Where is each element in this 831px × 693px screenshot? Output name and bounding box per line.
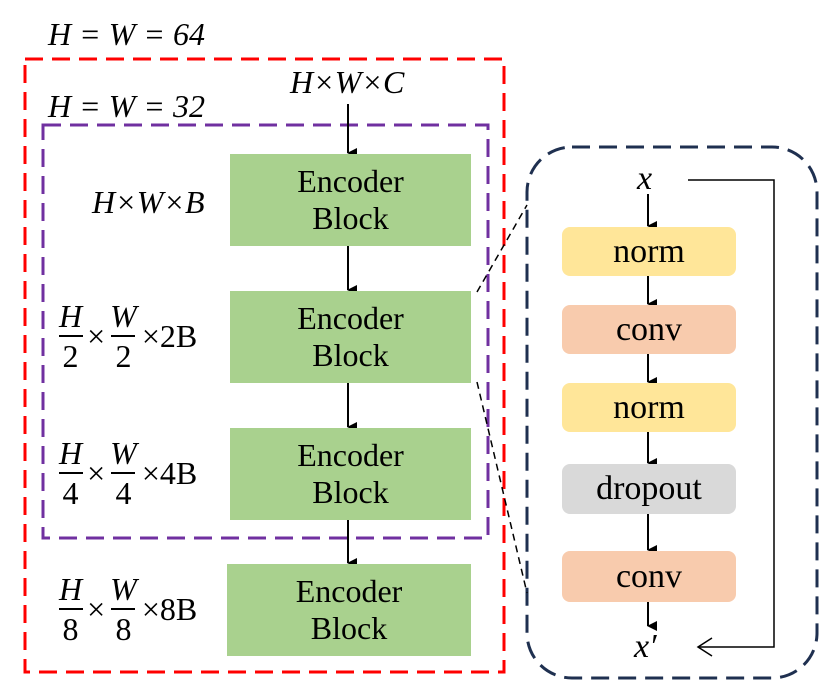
stage-3-den-w: 4 bbox=[111, 472, 136, 509]
layer-dropout: dropout bbox=[562, 464, 736, 514]
layer-norm-2-label: norm bbox=[613, 388, 685, 426]
layer-conv-2: conv bbox=[562, 551, 736, 602]
block-2-line1: Encoder bbox=[297, 300, 404, 337]
connector-bottom bbox=[476, 381, 528, 594]
stage-1-dim: H×W×B bbox=[92, 184, 205, 220]
stage-4-den-w: 8 bbox=[111, 608, 136, 645]
stage-2-num-w: W bbox=[110, 298, 137, 334]
residual-arrowhead bbox=[696, 637, 713, 657]
block-2-line2: Block bbox=[312, 337, 389, 373]
output-var-x-prime: x′ bbox=[634, 628, 657, 665]
stage-4-mult: ×8B bbox=[141, 590, 198, 627]
block-3-line1: Encoder bbox=[297, 437, 404, 474]
layer-dropout-label: dropout bbox=[596, 470, 702, 507]
stage-2-mult: ×2B bbox=[141, 317, 198, 354]
stage-4-num-w: W bbox=[110, 571, 137, 607]
block-1-line2: Block bbox=[312, 200, 389, 236]
residual-path bbox=[688, 179, 775, 648]
stage-2-den-w: 2 bbox=[111, 335, 136, 372]
stage-2-num-h: H bbox=[59, 298, 83, 334]
layer-norm-1-label: norm bbox=[613, 232, 685, 270]
block-4-line2: Block bbox=[310, 610, 388, 646]
input-var-x: x bbox=[637, 160, 653, 197]
layer-norm-2: norm bbox=[562, 383, 736, 432]
stage-3-den-h: 4 bbox=[58, 472, 83, 509]
inner-dashed-box bbox=[41, 123, 490, 540]
stage-3-num-h: H bbox=[59, 435, 83, 471]
detail-dashed-box bbox=[525, 145, 819, 680]
stage-2-den-h: 2 bbox=[58, 335, 83, 372]
input-shape-label: H×W×C bbox=[290, 64, 405, 100]
stage-3-mult: ×4B bbox=[141, 454, 198, 491]
block-3-line2: Block bbox=[312, 474, 389, 510]
encoder-block-1: Encoder Block bbox=[230, 154, 471, 246]
encoder-block-4: Encoder Block bbox=[227, 564, 471, 656]
stage-4-den-h: 8 bbox=[58, 608, 83, 645]
layer-conv-1-label: conv bbox=[615, 310, 683, 348]
encoder-block-2: Encoder Block bbox=[230, 291, 471, 383]
stage-4-num-h: H bbox=[59, 571, 83, 607]
inner-box-label: H = W = 32 bbox=[48, 88, 205, 124]
layer-conv-1: conv bbox=[562, 305, 736, 354]
layer-conv-2-label: conv bbox=[615, 557, 683, 595]
encoder-block-3: Encoder Block bbox=[230, 428, 471, 520]
outer-box-label: H = W = 64 bbox=[48, 16, 205, 52]
block-4-line1: Encoder bbox=[295, 573, 403, 610]
block-1-line1: Encoder bbox=[297, 163, 404, 200]
stage-3-num-w: W bbox=[110, 435, 137, 471]
connector-top bbox=[476, 204, 528, 293]
layer-norm-1: norm bbox=[562, 227, 736, 276]
outer-dashed-box bbox=[23, 57, 506, 674]
